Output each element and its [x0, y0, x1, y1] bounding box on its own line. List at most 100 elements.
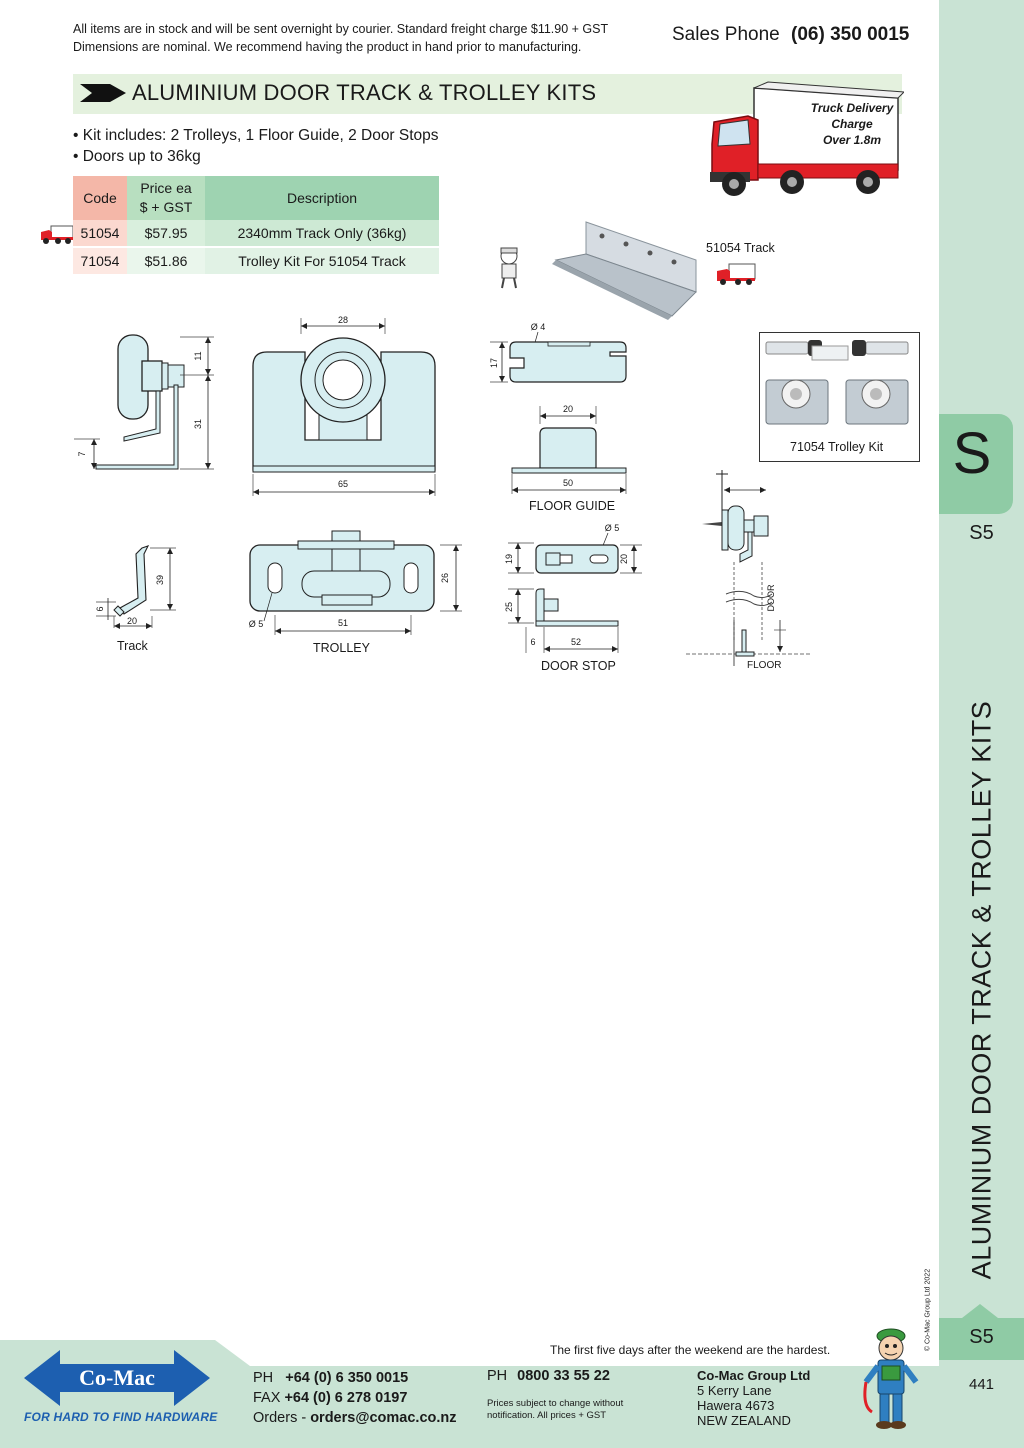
install-floor-label: FLOOR: [747, 660, 782, 671]
dim-track-20: 20: [127, 616, 137, 626]
footer-quote: The first five days after the weekend ar…: [550, 1343, 831, 1357]
truck-note-line-2: Charge: [831, 117, 873, 131]
door-stop-drawing: Ø 5 19 20 25 6 52: [504, 523, 642, 653]
address-line-1: 5 Kerry Lane: [697, 1383, 772, 1398]
footer-freephone: PH 0800 33 55 22: [487, 1368, 610, 1384]
footer-orders: Orders - orders@comac.co.nz: [253, 1408, 457, 1428]
dim-side-31: 31: [193, 419, 203, 429]
footer-price-note: Prices subject to change without notific…: [487, 1398, 623, 1422]
install-door-label: DOOR: [766, 584, 776, 612]
dim-fg-20: 20: [563, 404, 573, 414]
dim-track-6: 6: [95, 606, 105, 611]
price-note-line-1: Prices subject to change without: [487, 1398, 624, 1409]
dim-ds-6: 6: [530, 637, 535, 647]
track-profile-drawing: 39 20 6: [95, 545, 176, 629]
address-line-3: NEW ZEALAND: [697, 1413, 791, 1428]
trolley-kit-photo: [765, 340, 909, 425]
dim-ds-20: 20: [619, 554, 629, 564]
truck-delivery-icon: [710, 81, 904, 196]
dim-ds-hole: Ø 5: [605, 523, 620, 533]
track-profile-label: Track: [117, 639, 148, 653]
orders-label: Orders -: [253, 1410, 307, 1426]
row-price: $57.95: [127, 220, 205, 248]
dim-trolley-51: 51: [338, 618, 348, 628]
trolley-plan-label: TROLLEY: [313, 641, 370, 655]
phone-label: PH: [253, 1370, 274, 1386]
trolley-plan-drawing: 26 51 Ø 5: [249, 530, 462, 635]
bullet-kit-includes: • Kit includes: 2 Trolleys, 1 Floor Guid…: [73, 127, 439, 144]
col-code: Code: [73, 176, 127, 220]
price-note-line-2: notification. All prices + GST: [487, 1410, 607, 1421]
dim-track-39: 39: [155, 575, 165, 585]
dim-ds-52: 52: [571, 637, 581, 647]
table-row[interactable]: 71054 $51.86 Trolley Kit For 51054 Track: [73, 247, 439, 274]
comac-logo[interactable]: Co-Mac: [22, 1346, 212, 1410]
bullet-door-weight: • Doors up to 36kg: [73, 148, 201, 165]
freephone-number[interactable]: 0800 33 55 22: [517, 1368, 610, 1384]
footer-phone: PH +64 (0) 6 350 0015: [253, 1368, 457, 1388]
dim-side-7: 7: [77, 451, 87, 456]
stock-notice: All items are in stock and will be sent …: [73, 20, 673, 56]
section-letter: S: [952, 421, 992, 486]
floor-guide-front-drawing: 20 50: [511, 404, 627, 494]
section-code-bottom: S5: [969, 1326, 994, 1348]
row-price: $51.86: [127, 247, 205, 274]
floor-guide-plan-drawing: Ø 4 17: [489, 322, 627, 383]
dim-fg-hole: Ø 4: [531, 322, 546, 332]
price-table: Code Price ea $ + GST Description 51054 $…: [73, 176, 439, 274]
row-code: 51054: [73, 220, 127, 248]
fax-number[interactable]: +64 (0) 6 278 0197: [284, 1390, 408, 1406]
row-code: 71054: [73, 247, 127, 274]
logo-tagline: FOR HARD TO FIND HARDWARE: [24, 1410, 218, 1424]
address-line-2: Hawera 4673: [697, 1398, 775, 1413]
col-description: Description: [205, 176, 439, 220]
row-description: Trolley Kit For 51054 Track: [205, 247, 439, 274]
floor-guide-label: FLOOR GUIDE: [529, 499, 616, 513]
table-row[interactable]: 51054 $57.95 2340mm Track Only (36kg): [73, 220, 439, 248]
section-code-top: S5: [969, 522, 994, 544]
section-tab[interactable]: [939, 414, 1013, 514]
track-photo: [552, 221, 697, 320]
dim-front-65: 65: [338, 479, 348, 489]
company-name: Co-Mac Group Ltd: [697, 1368, 811, 1383]
notice-line-1: All items are in stock and will be sent …: [73, 22, 609, 36]
dim-trolley-hole: Ø 5: [249, 619, 264, 629]
vertical-title: ALUMINIUM DOOR TRACK & TROLLEY KITS: [966, 700, 997, 1280]
title-arrow-icon: [80, 84, 126, 102]
col-price-line-2: $ + GST: [139, 199, 193, 215]
footer-contact: PH +64 (0) 6 350 0015 FAX +64 (0) 6 278 …: [253, 1368, 457, 1428]
truck-delivery-note: Truck Delivery Charge Over 1.8m: [806, 100, 898, 148]
track-truck-icon: [717, 263, 756, 285]
sales-phone: Sales Phone (06) 350 0015: [672, 24, 909, 46]
freephone-label: PH: [487, 1368, 508, 1384]
door-stop-label: DOOR STOP: [541, 659, 616, 673]
phone-number[interactable]: +64 (0) 6 350 0015: [285, 1370, 409, 1386]
page-number: 441: [968, 1376, 995, 1393]
footer-address: Co-Mac Group Ltd 5 Kerry Lane Hawera 467…: [697, 1368, 810, 1428]
col-price: Price ea $ + GST: [127, 176, 205, 220]
notice-line-2: Dimensions are nominal. We recommend hav…: [73, 40, 582, 54]
mascot-icon: [863, 1328, 919, 1429]
install-drawing: DOOR: [686, 470, 812, 666]
fax-label: FAX: [253, 1390, 281, 1406]
track-photo-label: 51054 Track: [706, 241, 775, 255]
dim-fg-17: 17: [489, 358, 499, 368]
section-code-arrow: [962, 1304, 998, 1318]
truck-note-line-1: Truck Delivery: [810, 101, 894, 115]
sidebar: [939, 0, 1024, 1448]
orders-email-link[interactable]: orders@comac.co.nz: [310, 1410, 457, 1426]
trolley-side-drawing: 11 31 7: [74, 334, 214, 470]
dim-fg-50: 50: [563, 478, 573, 488]
section-title: ALUMINIUM DOOR TRACK & TROLLEY KITS: [132, 80, 597, 105]
row-description: 2340mm Track Only (36kg): [205, 220, 439, 248]
small-truck-icon: [41, 225, 74, 244]
dim-trolley-26: 26: [440, 573, 450, 583]
truck-note-line-3: Over 1.8m: [822, 133, 882, 147]
copyright: © Co-Mac Group Ltd 2022: [924, 1268, 932, 1352]
footer-notch: [0, 1340, 250, 1366]
dim-front-28: 28: [338, 315, 348, 325]
kit-bullets: • Kit includes: 2 Trolleys, 1 Floor Guid…: [73, 125, 439, 167]
sales-number: (06) 350 0015: [791, 24, 910, 45]
col-price-line-1: Price ea: [140, 180, 192, 196]
sales-label: Sales Phone: [672, 24, 780, 45]
